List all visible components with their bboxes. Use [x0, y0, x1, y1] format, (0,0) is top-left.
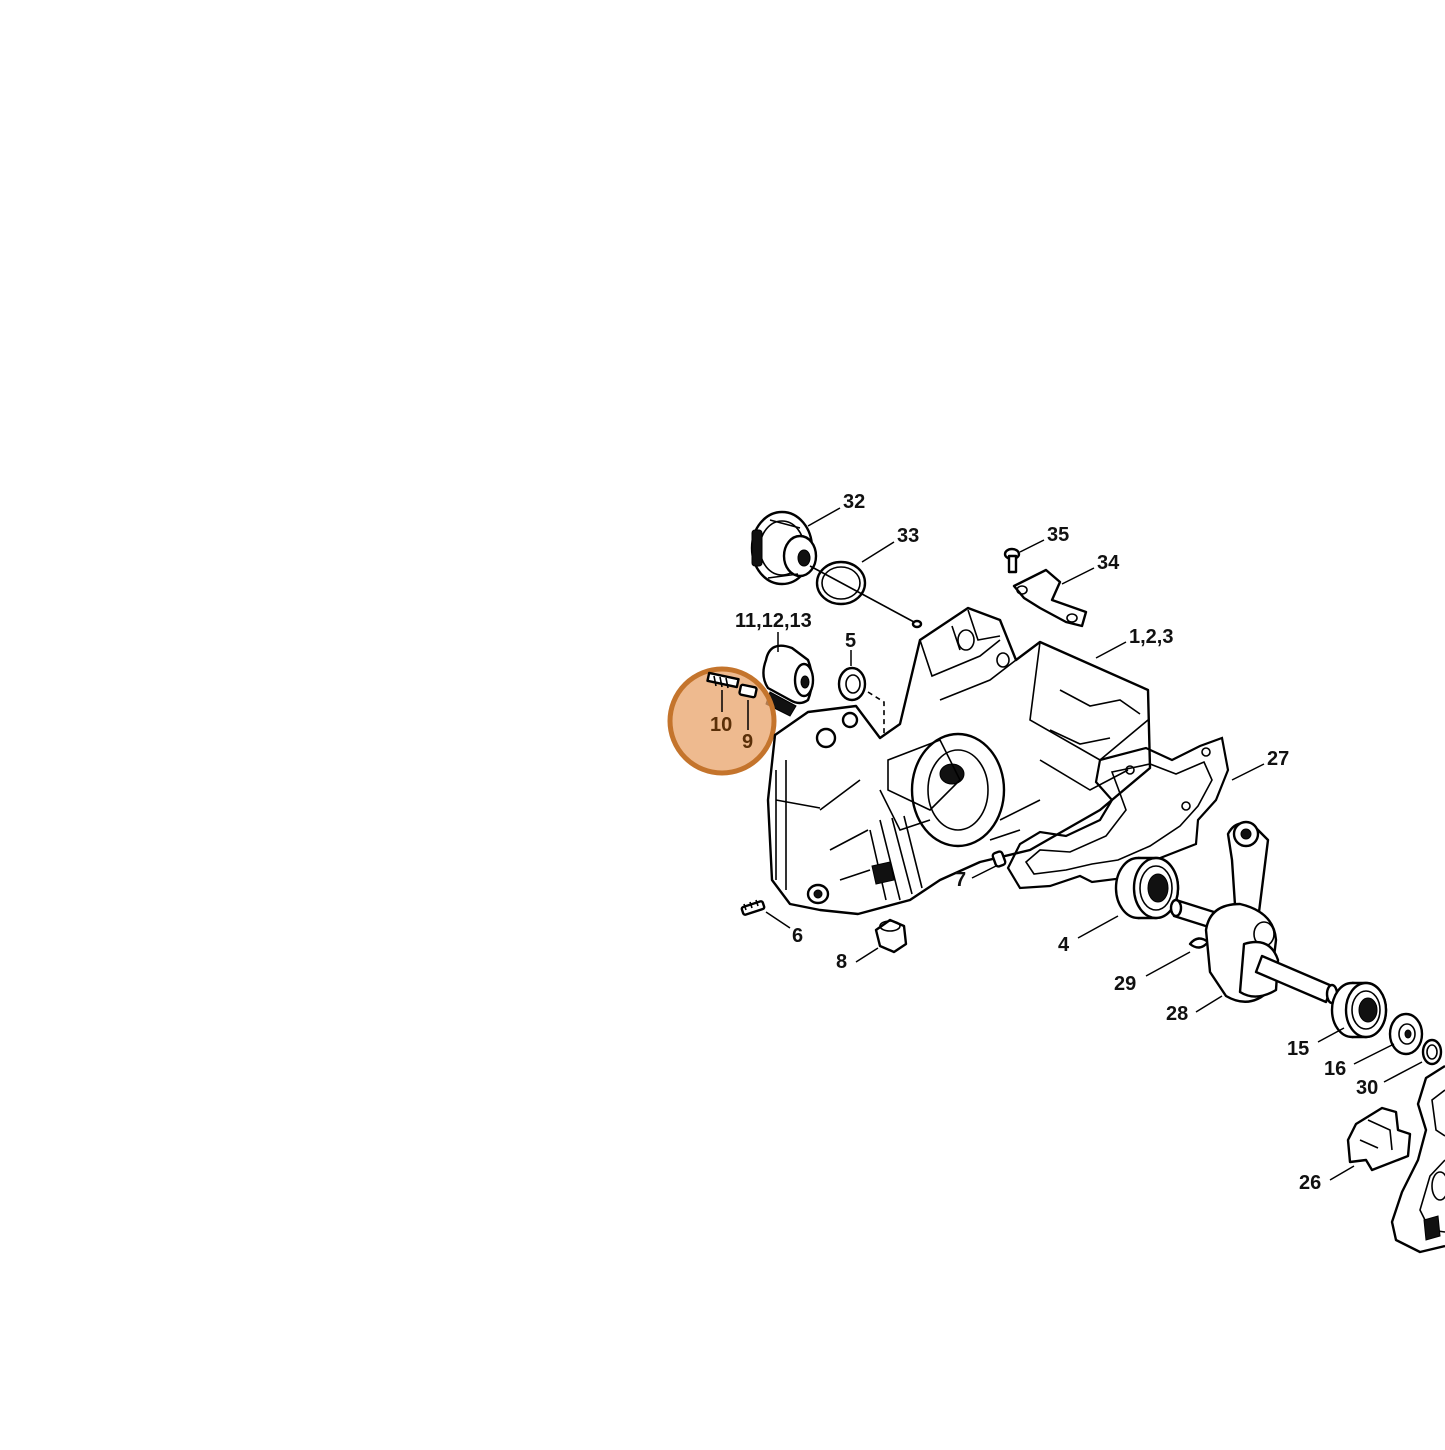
label-8: 8	[836, 951, 847, 973]
part-33-o-ring[interactable]	[815, 560, 867, 606]
part-26-guide[interactable]	[1346, 1106, 1412, 1172]
part-27-gasket[interactable]	[1006, 736, 1230, 890]
label-10: 10	[710, 714, 732, 736]
part-9-sleeve[interactable]	[738, 683, 758, 699]
part-7-dowel-pin[interactable]	[991, 850, 1007, 868]
label-35: 35	[1047, 524, 1069, 546]
label-4: 4	[1058, 934, 1070, 956]
part-10-stud[interactable]	[706, 671, 740, 689]
label-34: 34	[1097, 552, 1120, 574]
label-32: 32	[843, 491, 865, 513]
part-15-bearing[interactable]	[1330, 981, 1388, 1039]
part-8-plug[interactable]	[874, 918, 908, 954]
label-33: 33	[897, 525, 919, 547]
pin-small	[911, 619, 923, 629]
part-4-bearing[interactable]	[1114, 856, 1180, 920]
label-26: 26	[1299, 1172, 1321, 1194]
part-11-12-13-buffer[interactable]	[762, 644, 815, 717]
crankcase-half-right[interactable]	[1390, 1064, 1445, 1254]
label-6: 6	[792, 925, 803, 947]
oil-pump-axis-line	[809, 565, 915, 623]
part-1-2-3-crankcase[interactable]	[766, 606, 1152, 916]
label-16: 16	[1324, 1058, 1346, 1080]
label-30: 30	[1356, 1077, 1378, 1099]
part-28-crankshaft[interactable]	[1169, 820, 1339, 1005]
label-27: 27	[1267, 748, 1289, 770]
label-15: 15	[1287, 1038, 1309, 1060]
label-5: 5	[845, 630, 856, 652]
part-6-screw[interactable]	[740, 899, 766, 916]
part-5-oil-seal[interactable]	[837, 666, 867, 702]
label-29: 29	[1114, 973, 1136, 995]
part-32-oil-pump[interactable]	[750, 510, 818, 586]
label-11-12-13: 11,12,13	[735, 610, 812, 632]
part-30-circlip[interactable]	[1421, 1038, 1443, 1066]
label-28: 28	[1166, 1003, 1188, 1025]
part-34-bracket[interactable]	[1012, 568, 1088, 628]
label-9: 9	[742, 731, 753, 753]
part-35-screw[interactable]	[1003, 547, 1021, 574]
label-7: 7	[955, 869, 966, 891]
part-16-oil-seal[interactable]	[1388, 1012, 1424, 1056]
part-29-key[interactable]	[1188, 937, 1210, 949]
label-1-2-3: 1,2,3	[1129, 626, 1173, 648]
dashed-assembly-line	[867, 691, 885, 738]
